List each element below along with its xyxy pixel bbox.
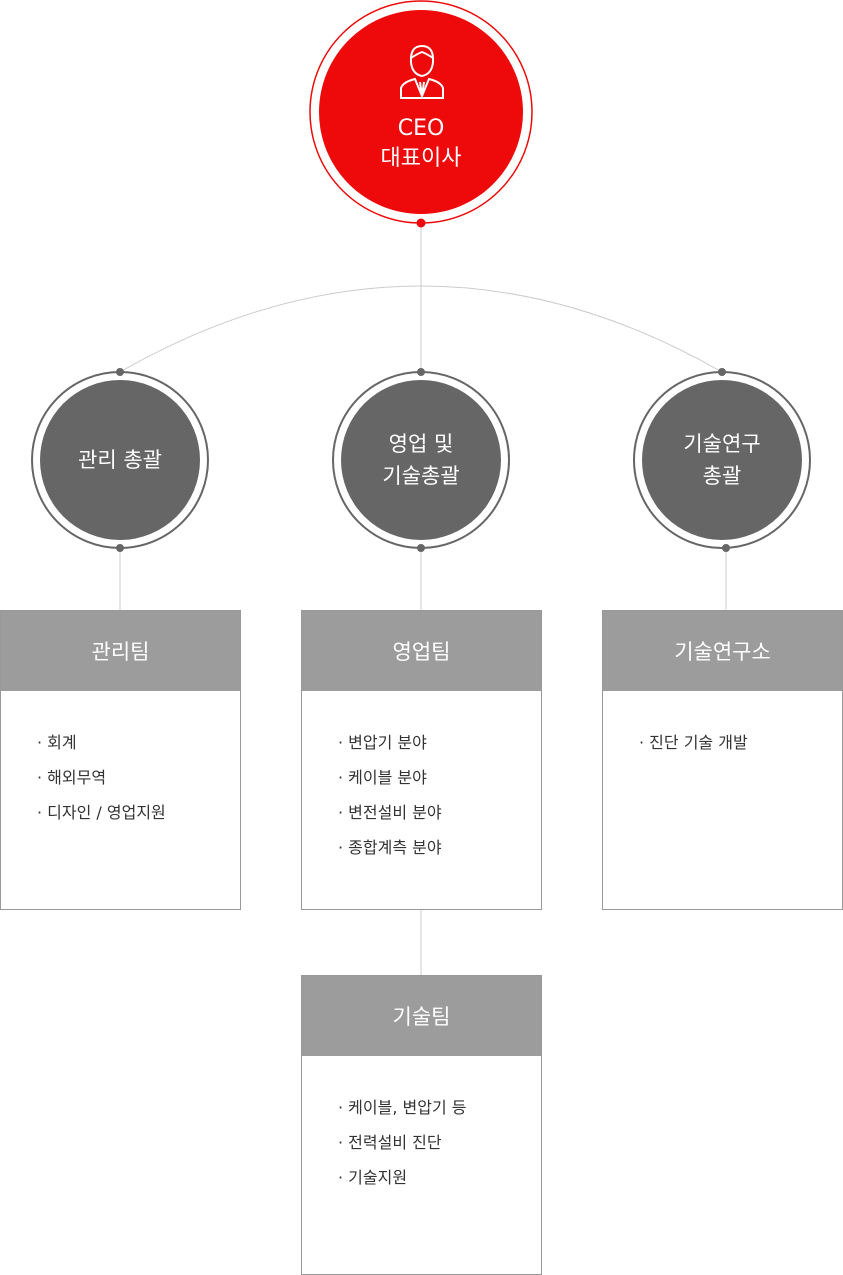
- team-box-tech: 기술팀 케이블, 변압기 등전력설비 진단기술지원: [301, 975, 542, 1275]
- team-item: 전력설비 진단: [338, 1125, 541, 1160]
- division-label: 기술연구: [683, 432, 761, 456]
- team-title: 영업팀: [302, 611, 541, 691]
- team-item: 디자인 / 영업지원: [37, 795, 240, 830]
- division-circle: [341, 380, 501, 540]
- ceo-title: CEO: [397, 116, 445, 141]
- division-management: 관리 총괄: [40, 444, 200, 476]
- team-item: 진단 기술 개발: [639, 725, 842, 760]
- ceo-circle: [319, 10, 523, 214]
- team-title: 관리팀: [1, 611, 240, 691]
- team-item: 기술지원: [338, 1160, 541, 1195]
- team-title: 기술연구소: [603, 611, 842, 691]
- team-title: 기술팀: [302, 976, 541, 1056]
- branch-arc: [119, 285, 723, 373]
- team-box-management: 관리팀 회계해외무역디자인 / 영업지원: [0, 610, 241, 910]
- person-suit-icon: [400, 44, 444, 99]
- division-label: 총괄: [702, 464, 742, 488]
- division-label: 관리 총괄: [78, 448, 162, 472]
- team-box-sales: 영업팀 변압기 분야케이블 분야변전설비 분야종합계측 분야: [301, 610, 542, 910]
- team-item: 케이블 분야: [338, 760, 541, 795]
- division-circle: [642, 380, 802, 540]
- team-item: 해외무역: [37, 760, 240, 795]
- team-item: 종합계측 분야: [338, 830, 541, 865]
- team-item: 변압기 분야: [338, 725, 541, 760]
- team-item: 회계: [37, 725, 240, 760]
- team-item: 변전설비 분야: [338, 795, 541, 830]
- division-circle: [40, 380, 200, 540]
- division-label: 영업 및: [388, 432, 454, 456]
- ceo-subtitle: 대표이사: [380, 146, 462, 171]
- team-box-research: 기술연구소 진단 기술 개발: [602, 610, 843, 910]
- division-label: 기술총괄: [382, 464, 460, 488]
- ceo-label: CEO 대표이사: [321, 114, 521, 174]
- team-item: 케이블, 변압기 등: [338, 1090, 541, 1125]
